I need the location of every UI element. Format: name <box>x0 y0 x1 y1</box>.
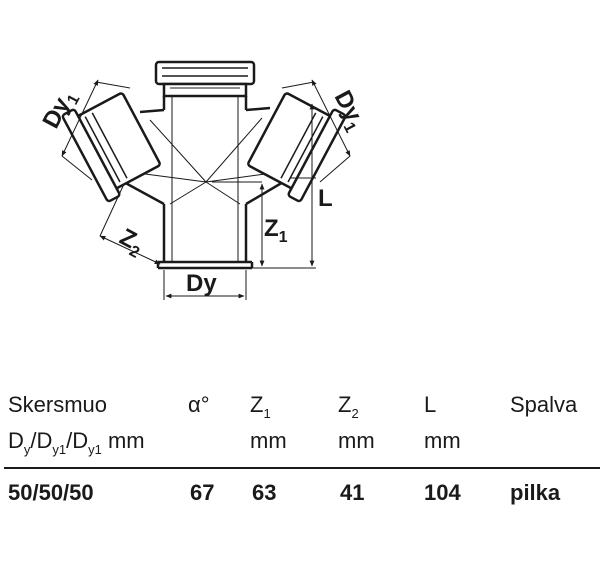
cell-z1: 63 <box>252 480 277 505</box>
cell-l: 104 <box>424 480 461 505</box>
header-l: L <box>424 392 437 417</box>
cell-z2: 41 <box>340 480 365 505</box>
header-l-unit: mm <box>424 428 461 453</box>
header-size-units: Dy/Dy1/Dy1 mm <box>8 428 145 457</box>
table-divider <box>4 467 600 469</box>
top-socket <box>154 60 256 110</box>
header-alpha: α° <box>188 392 210 417</box>
cell-size: 50/50/50 <box>8 480 94 505</box>
header-z1-unit: mm <box>250 428 287 453</box>
dim-label-l: L <box>318 185 333 212</box>
dim-dy1-right <box>281 79 351 183</box>
cell-alpha: 67 <box>190 480 215 505</box>
dim-label-dy-bottom: Dy <box>186 270 217 297</box>
inner-lines <box>129 96 281 262</box>
header-z2-unit: mm <box>338 428 375 453</box>
dim-z2 <box>99 183 161 265</box>
header-z2: Z2 <box>338 392 359 421</box>
cell-color: pilka <box>510 480 561 505</box>
header-z1: Z1 <box>250 392 271 421</box>
dim-z1-l <box>212 103 316 269</box>
header-color: Spalva <box>510 392 578 417</box>
fitting-body <box>119 106 291 270</box>
header-size: Skersmuo <box>8 392 108 417</box>
cross-fitting-drawing: Dy1 Dy1 Z2 Z1 L Dy <box>37 60 367 300</box>
dim-dy-bottom <box>163 270 247 300</box>
dim-dy1-left <box>61 79 131 181</box>
dim-label-z1: Z1 <box>264 215 288 246</box>
